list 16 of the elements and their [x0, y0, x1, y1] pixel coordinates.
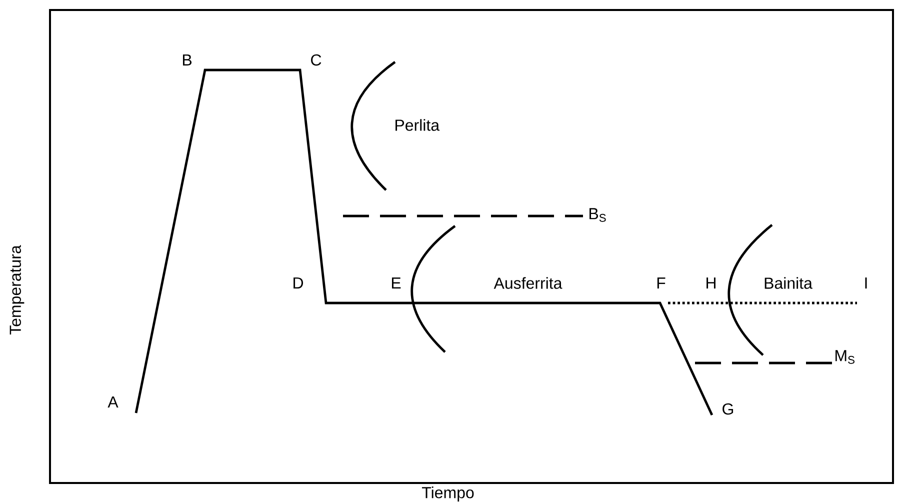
axis-title: Temperatura: [10, 245, 24, 335]
line-label: M$_{S}$: [836, 350, 854, 364]
point-label: F: [657, 277, 666, 288]
point-label: D: [294, 277, 304, 288]
line-label: B$_{S}$: [590, 208, 606, 222]
point-label: C: [311, 54, 322, 66]
point-label: A: [108, 396, 118, 408]
point-label: G: [722, 403, 734, 415]
point-label: H: [706, 277, 716, 288]
point-label: I: [865, 277, 867, 288]
region-label: Perlita: [396, 119, 440, 131]
region-label: Ausferrita: [494, 277, 562, 289]
point-label: B: [183, 54, 192, 66]
point-label: E: [392, 277, 401, 288]
axis-title: Tiempo: [422, 486, 474, 502]
region-label: Bainita: [764, 277, 812, 289]
